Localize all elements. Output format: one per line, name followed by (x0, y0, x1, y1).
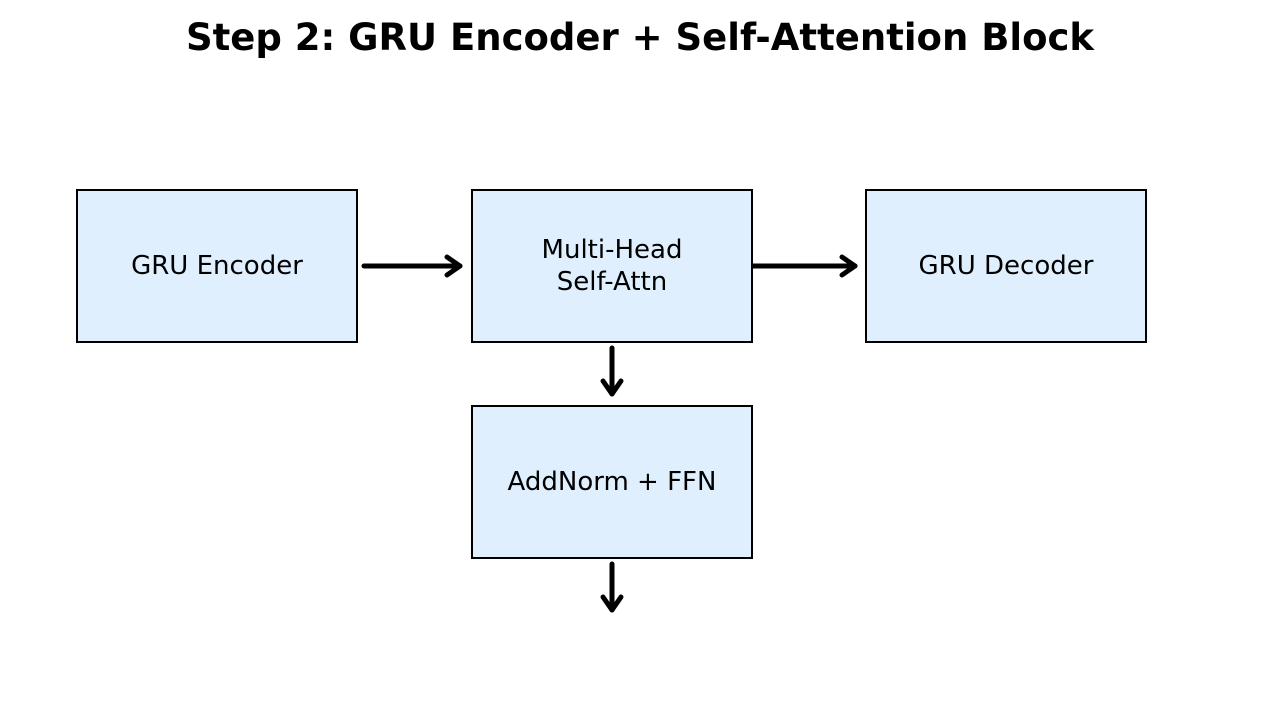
node-gru-decoder: GRU Decoder (865, 189, 1147, 343)
node-multi-head-self-attn: Multi-Head Self-Attn (471, 189, 753, 343)
arrow-n4-to-output (600, 561, 624, 613)
node-label: AddNorm + FFN (507, 467, 717, 497)
node-label: GRU Encoder (131, 251, 303, 281)
node-label: Multi-Head Self-Attn (541, 235, 683, 297)
node-addnorm-ffn: AddNorm + FFN (471, 405, 753, 559)
node-label: GRU Decoder (918, 251, 1094, 281)
arrow-n2-to-n4 (600, 345, 624, 397)
diagram-title: Step 2: GRU Encoder + Self-Attention Blo… (185, 16, 1095, 59)
node-gru-encoder: GRU Encoder (76, 189, 358, 343)
arrow-n1-to-n2 (361, 254, 463, 278)
